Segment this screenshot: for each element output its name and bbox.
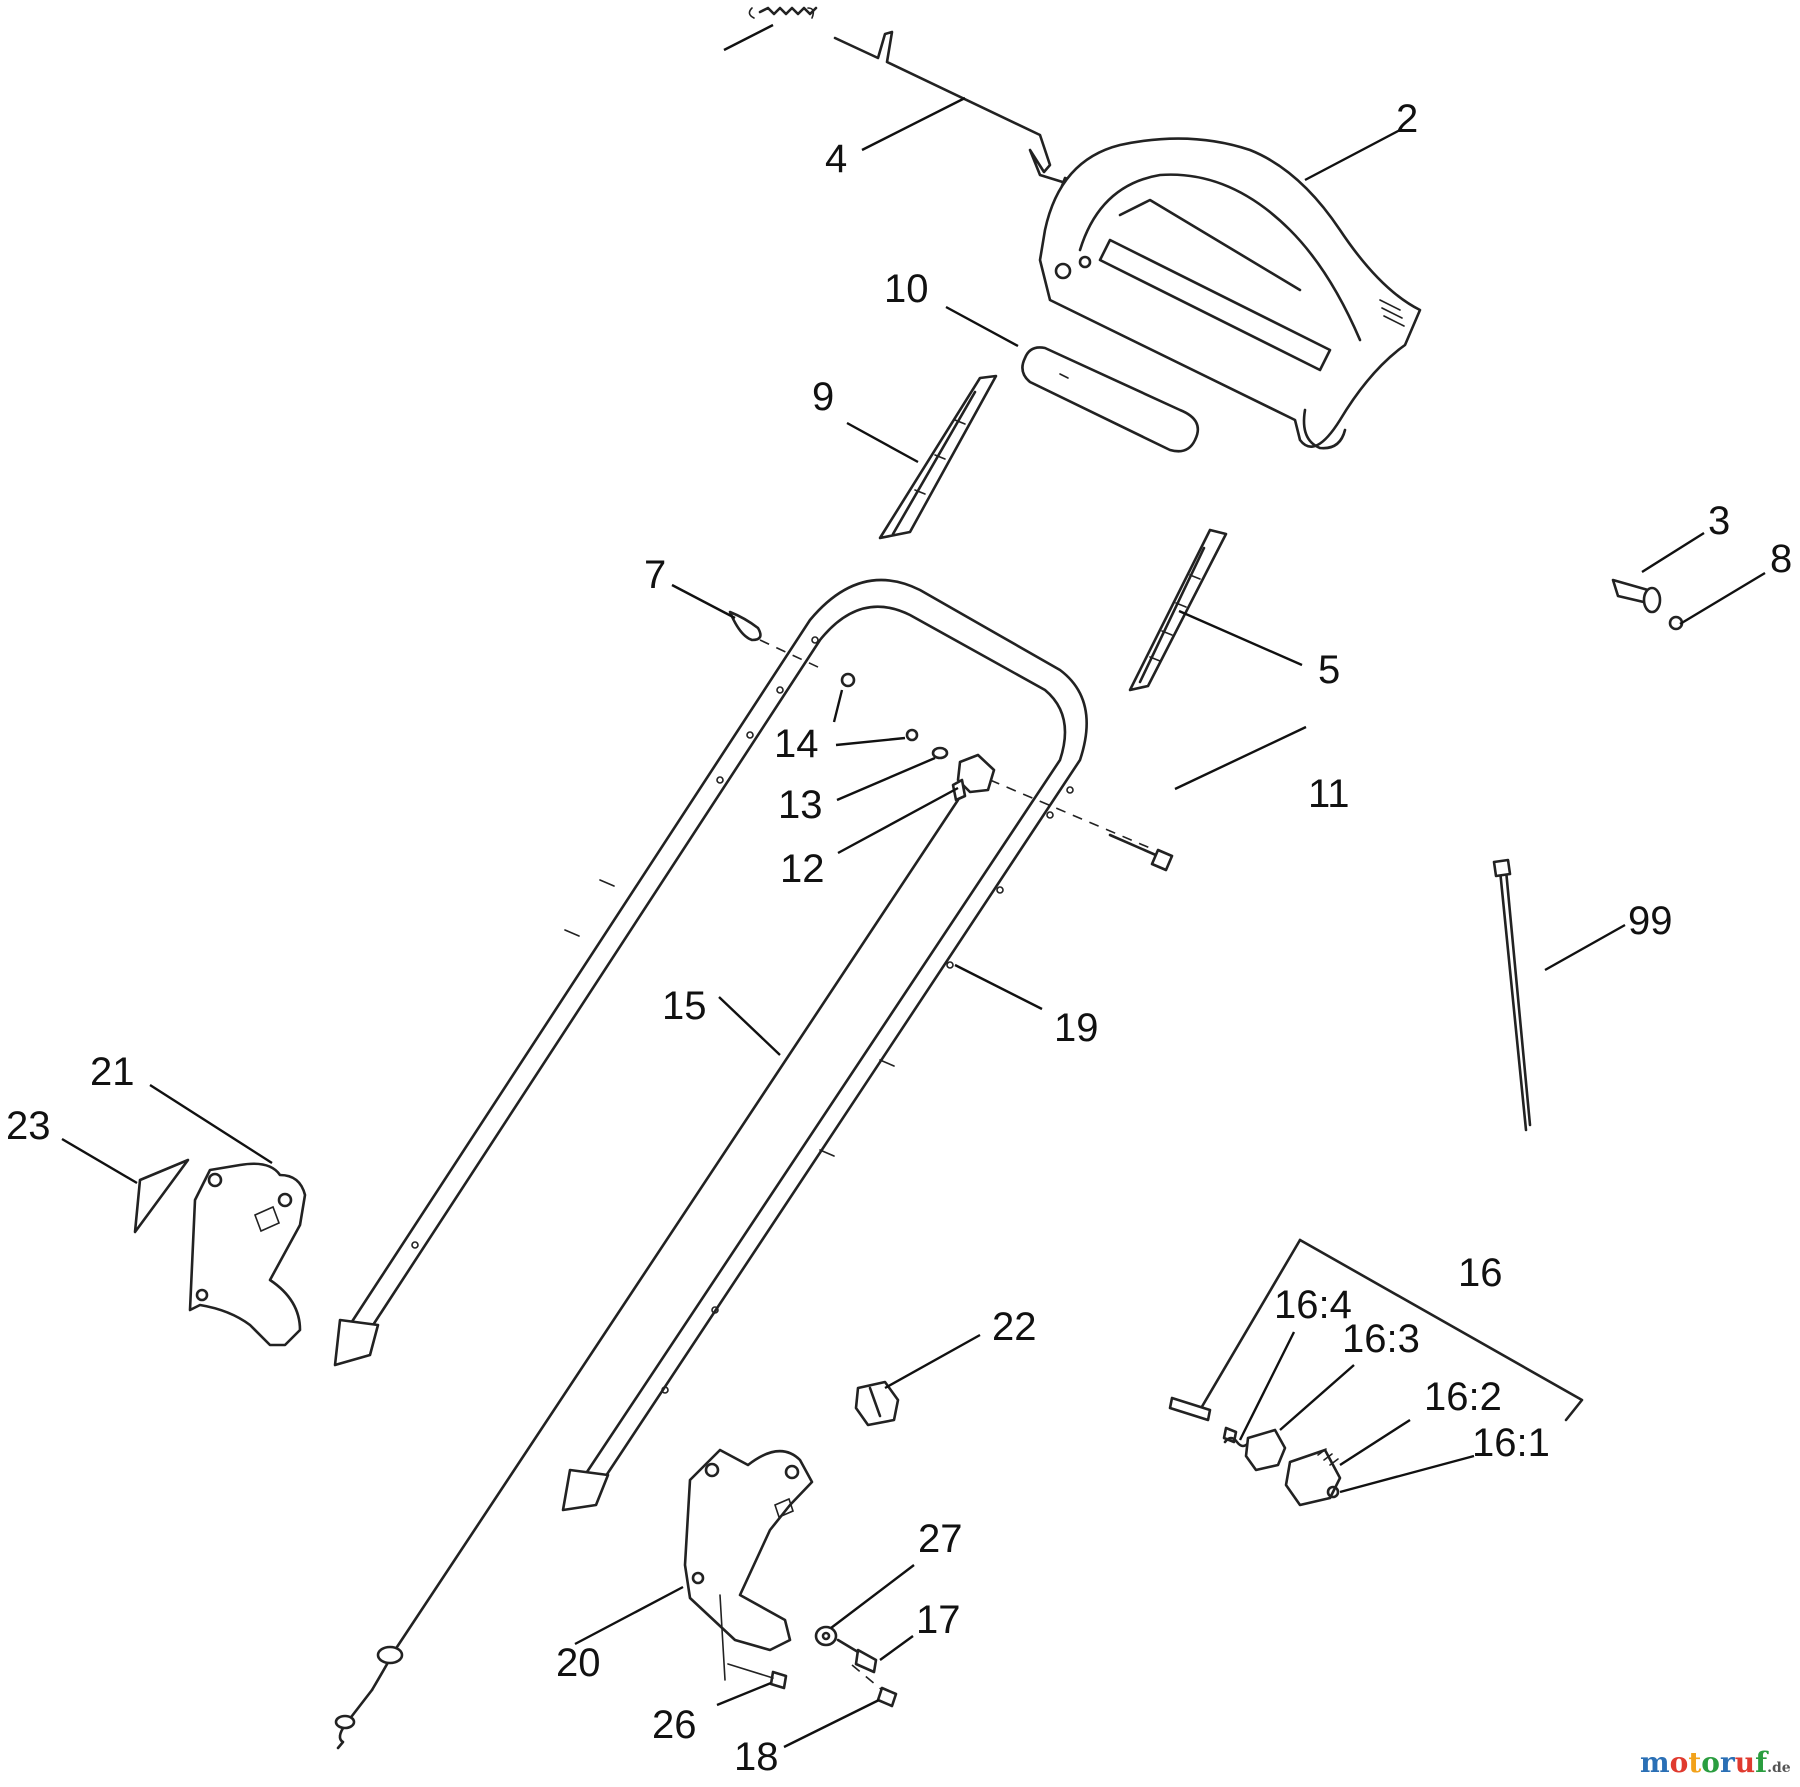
label-4: 4 — [825, 137, 847, 181]
part-14-nut — [840, 672, 919, 742]
part-3-bolt — [1611, 578, 1662, 614]
part-9-side-grip — [878, 374, 998, 540]
label-12: 12 — [780, 847, 825, 891]
part-2-top-handle — [1038, 137, 1422, 450]
part-16-3-spring — [1223, 1428, 1287, 1472]
label-14: 14 — [774, 722, 819, 766]
label-16-3: 16:3 — [1342, 1317, 1420, 1361]
label-22: 21 — [90, 1050, 135, 1094]
part-26-bolt — [727, 1663, 788, 1690]
part-10-grip-pad — [1021, 346, 1200, 453]
label-26: 26 — [652, 1703, 697, 1747]
wm-letter-3: t — [1688, 1746, 1701, 1779]
label-20: 19 — [1054, 1006, 1099, 1050]
part-23-plug — [854, 1380, 900, 1427]
label-23: 22 — [992, 1305, 1037, 1349]
wm-letter-7: f — [1755, 1746, 1769, 1779]
watermark-logo: motoruf.de — [1640, 1746, 1791, 1779]
part-16-1-nut — [1326, 1485, 1340, 1499]
part-12-cable-clamp — [951, 753, 996, 802]
label-2: 2 — [1396, 97, 1418, 141]
svg-text:motoruf.de: motoruf.de — [1640, 1746, 1791, 1779]
wm-letter-2: o — [1670, 1746, 1689, 1779]
label-7: 7 — [644, 553, 666, 597]
label-16-2: 16:2 — [1424, 1375, 1502, 1419]
part-13-washer — [931, 746, 949, 760]
label-3: 3 — [1708, 499, 1730, 543]
label-8: 8 — [1770, 537, 1792, 581]
label-99: 99 — [1628, 899, 1673, 943]
wm-letter-4: o — [1701, 1746, 1720, 1779]
wm-letter-6: u — [1735, 1746, 1755, 1779]
part-16-2-knob — [1284, 1448, 1342, 1507]
label-13: 13 — [778, 783, 823, 827]
part-11-screw — [989, 779, 1174, 872]
label-16: 16 — [1458, 1251, 1503, 1295]
part-15-cable — [334, 798, 960, 1750]
part-17-bolt — [836, 1638, 878, 1674]
label-21: 20 — [556, 1641, 601, 1685]
label-16-1: 16:1 — [1472, 1421, 1550, 1465]
wm-letter-1: m — [1640, 1746, 1670, 1779]
part-20-main-handle — [333, 578, 1088, 1512]
label-16-4: 16:4 — [1274, 1283, 1352, 1327]
leader-lines — [61, 23, 1766, 1749]
label-10: 10 — [884, 267, 929, 311]
wm-suffix: .de — [1767, 1760, 1791, 1776]
label-18: 18 — [734, 1735, 779, 1779]
part-labels: 4 2 10 9 7 3 8 5 14 13 12 11 99 15 19 21… — [6, 97, 1792, 1779]
label-9: 9 — [812, 375, 834, 419]
part-27-washer — [814, 1625, 838, 1647]
part-16-assembly — [1198, 1238, 1584, 1422]
part-7-clip — [728, 610, 821, 669]
label-27: 27 — [918, 1517, 963, 1561]
part-22-bracket — [188, 1162, 307, 1347]
part-18-bolt — [851, 1664, 898, 1708]
part-5-side-grip — [1128, 528, 1228, 692]
label-15: 15 — [662, 984, 707, 1028]
part-25-label — [133, 1158, 190, 1234]
part-19-spring — [748, 6, 818, 19]
wm-letter-5: r — [1720, 1746, 1736, 1779]
label-11: 11 — [1308, 772, 1350, 816]
part-21-bracket — [683, 1448, 814, 1681]
label-5: 5 — [1318, 648, 1340, 692]
label-17: 17 — [916, 1598, 961, 1642]
part-99-cable-tie — [1492, 858, 1532, 1132]
part-4-control-rod — [833, 30, 1092, 198]
label-25: 23 — [6, 1104, 51, 1148]
